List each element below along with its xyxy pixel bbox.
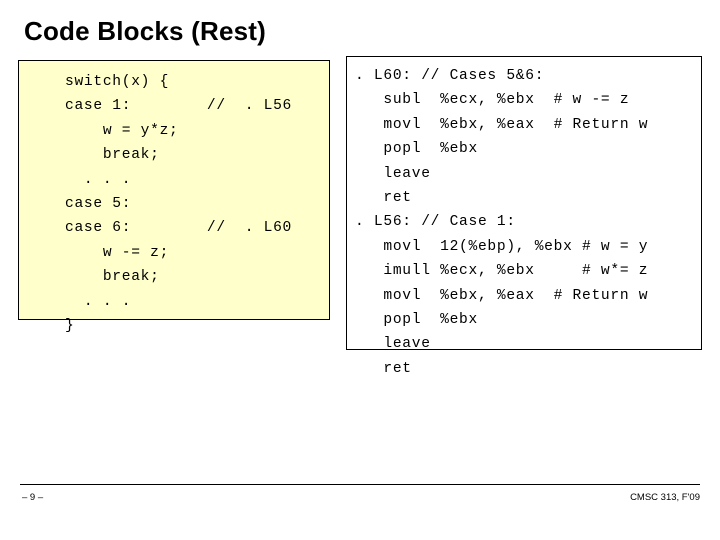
slide-number: – 9 – — [22, 492, 44, 503]
course-label: CMSC 313, F'09 — [630, 492, 700, 503]
footer-divider — [20, 484, 700, 485]
page-title: Code Blocks (Rest) — [24, 16, 266, 46]
assembly-code-block: . L60: // Cases 5&6: subl %ecx, %ebx # w… — [346, 56, 702, 377]
c-source-code-block: switch(x) { case 1: // . L56 w = y*z; br… — [18, 60, 330, 334]
